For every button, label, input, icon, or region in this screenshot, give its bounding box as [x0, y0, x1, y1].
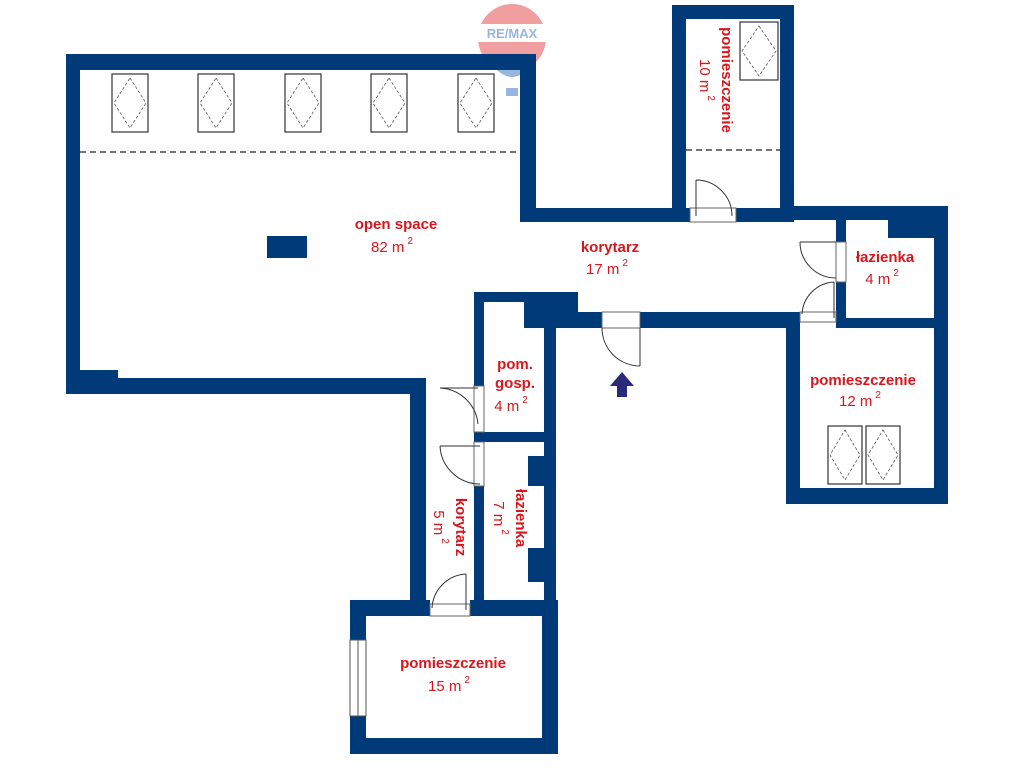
window-bottom-room	[349, 639, 367, 717]
room-name: łazienka	[856, 249, 915, 266]
skylights-open-space	[111, 73, 495, 133]
room-name: pomieszczenie	[810, 372, 916, 389]
room-area: 10 m2	[696, 59, 716, 101]
logo-text: RE/MAX	[487, 26, 538, 41]
room-name: pomieszczenie	[400, 655, 506, 672]
room-name: open space	[355, 216, 438, 233]
label-lazienka-mid: łazienka 7 m2	[490, 489, 529, 548]
doors	[429, 179, 847, 617]
room-name: łazienka	[512, 489, 529, 548]
walls	[66, 5, 948, 754]
room-area: 7 m2	[490, 501, 510, 535]
entrance-arrow-icon	[610, 372, 634, 397]
room-name-line2: gosp.	[495, 375, 535, 392]
room-name-line1: pom.	[497, 356, 533, 373]
skylights-right-room	[827, 425, 901, 485]
room-name: korytarz	[452, 498, 469, 556]
skylight-top-room	[739, 21, 779, 81]
room-name: korytarz	[581, 239, 639, 256]
room-area: 5 m2	[430, 510, 450, 544]
room-name: pomieszczenie	[718, 27, 735, 133]
label-korytarz-small: korytarz 5 m2	[430, 498, 469, 556]
label-pomieszczenie-top: pomieszczenie 10 m2	[696, 27, 735, 133]
